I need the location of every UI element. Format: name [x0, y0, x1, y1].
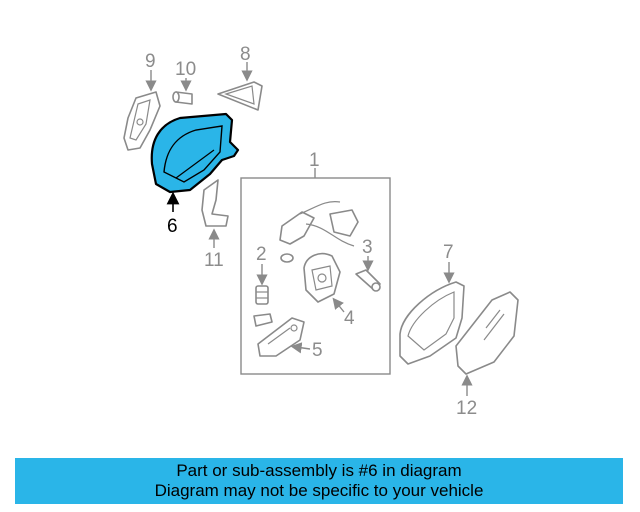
info-banner: Part or sub-assembly is #6 in diagram Di… — [15, 458, 623, 504]
callout-4: 4 — [344, 308, 355, 329]
part-8-corner-cover — [217, 81, 263, 111]
part-6-mirror-housing — [150, 112, 240, 194]
part-2-gear — [253, 285, 273, 327]
part-3-screw — [355, 269, 381, 292]
part-11-bracket — [201, 179, 229, 227]
callout-7: 7 — [443, 242, 454, 263]
banner-line-1: Part or sub-assembly is #6 in diagram — [176, 461, 462, 480]
callout-2: 2 — [256, 244, 267, 265]
part-10-clip — [172, 91, 193, 105]
part-5-base — [257, 317, 305, 357]
part-4-actuator — [303, 252, 341, 303]
callout-1: 1 — [309, 150, 320, 171]
callout-5: 5 — [312, 340, 323, 361]
part-1-motor-harness — [279, 201, 359, 263]
callout-3: 3 — [362, 237, 373, 258]
parts-diagram: 9 10 8 6 11 1 4 — [123, 44, 519, 419]
part-9-cover — [123, 91, 161, 151]
part-12-mirror-glass — [455, 291, 519, 375]
callout-10: 10 — [175, 59, 196, 80]
callout-6: 6 — [167, 216, 178, 237]
callout-12: 12 — [456, 398, 477, 419]
callout-8: 8 — [240, 44, 251, 65]
banner-line-2: Diagram may not be specific to your vehi… — [154, 481, 484, 500]
leader-5 — [290, 342, 311, 354]
leader-4 — [332, 297, 345, 313]
callout-9: 9 — [145, 51, 156, 72]
part-7-mirror-frame — [399, 281, 465, 365]
callout-11: 11 — [204, 250, 224, 271]
